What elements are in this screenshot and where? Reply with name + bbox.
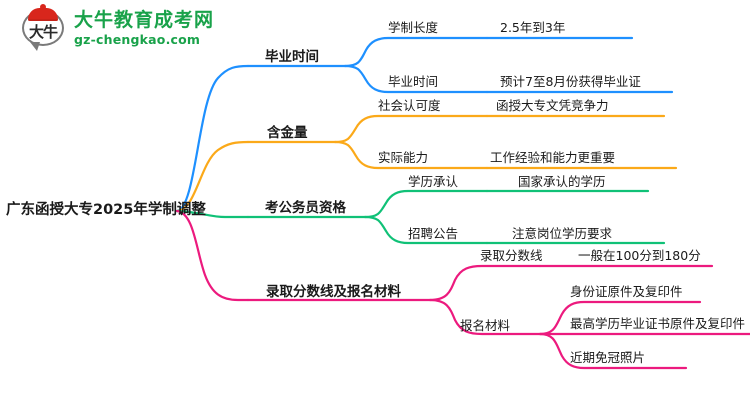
logo-domain: gz-chengkao.com (74, 32, 201, 48)
leaf-node-4-2-2[interactable]: 最高学历毕业证书原件及复印件 (570, 316, 746, 331)
child-node-1-1[interactable]: 学制长度 (388, 20, 439, 35)
logo-badge-text: 大牛 (28, 22, 58, 41)
child-node-2-2[interactable]: 实际能力 (378, 150, 429, 165)
link-branch-1-to-child-2 (343, 64, 489, 94)
child-node-4-2[interactable]: 报名材料 (460, 318, 511, 333)
link-branch-4-to-child-1 (428, 264, 542, 302)
leaf-node-4-2-3[interactable]: 近期免冠照片 (570, 350, 646, 365)
link-child-4-2-to-leaf-1 (538, 300, 702, 336)
leaf-node-1-1-1[interactable]: 2.5年到3年 (500, 20, 566, 35)
link-branch-2-to-child-2 (333, 140, 489, 170)
link-branch-3-to-child-2 (363, 215, 489, 245)
child-node-3-1[interactable]: 学历承认 (408, 174, 459, 189)
link-root-to-branch-1 (175, 64, 250, 213)
child-node-2-1[interactable]: 社会认可度 (378, 98, 441, 113)
link-root-to-branch-4 (175, 209, 250, 302)
link-child-4-2-to-leaf-3 (538, 332, 688, 370)
graduation-cap-icon (28, 4, 58, 21)
branch-node-2[interactable]: 含金量 (267, 125, 308, 141)
leaf-node-3-1-1[interactable]: 国家承认的学历 (518, 174, 606, 189)
logo-text-block: 大牛教育成考网 gz-chengkao.com (74, 11, 214, 47)
link-branch-1-to-child-1 (343, 36, 489, 68)
logo-badge-icon: 大牛 (22, 4, 66, 51)
child-node-1-2[interactable]: 毕业时间 (388, 74, 439, 89)
link-branch-3-to-child-1 (363, 189, 489, 219)
branch-node-3[interactable]: 考公务员资格 (265, 200, 346, 216)
leaf-node-2-2-1[interactable]: 工作经验和能力更重要 (490, 150, 616, 165)
link-root-to-branch-2 (175, 140, 250, 213)
site-logo: 大牛 大牛教育成考网 gz-chengkao.com (22, 4, 214, 51)
mindmap-root-node[interactable]: 广东函授大专2025年学制调整 (6, 202, 206, 218)
branch-node-4[interactable]: 录取分数线及报名材料 (266, 284, 401, 300)
logo-site-name: 大牛教育成考网 (74, 9, 215, 32)
link-root-to-branch-3 (175, 209, 250, 219)
child-node-4-1[interactable]: 录取分数线 (480, 248, 543, 263)
leaf-node-1-2-1[interactable]: 预计7至8月份获得毕业证 (500, 74, 641, 89)
branch-node-1[interactable]: 毕业时间 (265, 49, 319, 65)
link-branch-2-to-child-1 (333, 114, 489, 144)
child-node-3-2[interactable]: 招聘公告 (408, 226, 459, 241)
leaf-node-2-1-1[interactable]: 函授大专文凭竞争力 (496, 98, 609, 113)
leaf-node-4-2-1[interactable]: 身份证原件及复印件 (570, 284, 683, 299)
link-branch-4-to-child-2 (428, 298, 542, 336)
leaf-node-3-2-1[interactable]: 注意岗位学历要求 (512, 226, 613, 241)
leaf-node-4-1-1[interactable]: 一般在100分到180分 (578, 248, 701, 263)
